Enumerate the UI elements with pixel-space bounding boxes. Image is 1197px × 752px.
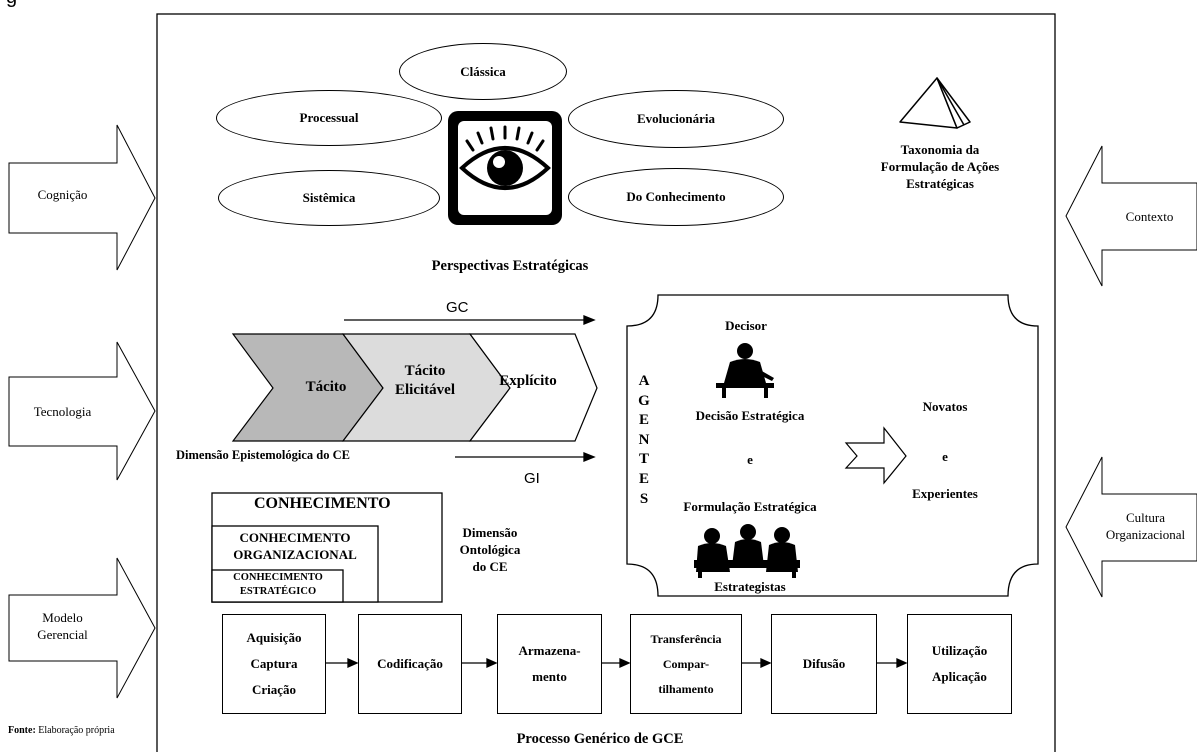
businessman-icon — [716, 343, 774, 398]
chevron-explicito — [468, 333, 598, 442]
agents-block-arrow — [844, 426, 907, 485]
footer-source-text: Elaboração própria — [38, 725, 115, 736]
epistemology-title: Dimensão Epistemológica do CE — [176, 448, 350, 462]
gi-label: GI — [524, 470, 540, 487]
decisor-label: Decisor — [725, 318, 767, 333]
chevron-explicito-label: Explícito — [499, 373, 557, 389]
label-cognicao: Cognição — [37, 187, 88, 202]
right-arrow-contexto — [1065, 145, 1197, 287]
right-arrow-cultura — [1065, 456, 1197, 598]
label-cultura-organizacional: Cultura Organizacional — [1105, 510, 1186, 542]
ontology-outer-label: CONHECIMENTO — [254, 495, 391, 512]
taxonomy-label: Taxonomia da Formulação de Ações Estraté… — [880, 142, 1000, 191]
ontology-inner-box — [211, 569, 344, 603]
ontology-title: Dimensão Ontológica do CE — [459, 525, 521, 574]
top-caption: g — [6, 0, 17, 9]
meeting-icon — [694, 524, 800, 578]
left-arrow-tecnologia — [8, 341, 156, 481]
footer-source: Fonte: Elaboração própria — [8, 725, 115, 736]
label-contexto: Contexto — [1125, 209, 1174, 224]
agents-e2-label: e — [942, 449, 948, 464]
agents-frame — [626, 294, 1039, 597]
ellipse-processual: Processual — [216, 90, 442, 146]
ellipse-sistemica: Sistêmica — [218, 170, 440, 226]
process-title: Processo Genérico de GCE — [516, 731, 684, 747]
eye-icon — [448, 111, 562, 225]
gc-label: GC — [446, 299, 469, 316]
left-arrow-cognicao — [8, 124, 156, 271]
ellipse-classica: Clássica — [399, 43, 567, 100]
agents-e-label: e — [747, 452, 753, 467]
decisao-estrategica-label: Decisão Estratégica — [695, 408, 805, 423]
ontology-inner-label: CONHECIMENTO ESTRATÉGICO — [233, 572, 323, 597]
ontology-middle-label: CONHECIMENTO ORGANIZACIONAL — [233, 530, 357, 562]
process-step-codificacao: Codificação — [358, 614, 462, 714]
process-step-difusao: Difusão — [771, 614, 877, 714]
estrategistas-label: Estrategistas — [714, 579, 786, 594]
novatos-label: Novatos — [922, 399, 968, 414]
left-arrow-modelo — [8, 557, 156, 699]
perspectivas-title: Perspectivas Estratégicas — [431, 258, 589, 274]
chevron-tacito-elicitavel-label: Tácito Elicitável — [395, 363, 455, 398]
pyramid-icon — [899, 77, 971, 129]
label-modelo-gerencial: Modelo Gerencial — [37, 610, 88, 642]
chevron-tacito-label: Tácito — [305, 379, 347, 395]
gi-arrow — [455, 452, 596, 462]
process-step-armazenamento: Armazena-mento — [497, 614, 602, 714]
agentes-vertical-label: A G E N T E S — [638, 373, 650, 507]
footer-source-label: Fonte: — [8, 725, 36, 736]
gc-arrow — [344, 315, 596, 325]
experientes-label: Experientes — [912, 486, 978, 501]
formulacao-estrategica-label: Formulação Estratégica — [683, 499, 817, 514]
process-arrows — [324, 657, 908, 669]
main-frame — [156, 13, 1056, 752]
ellipse-evolucionaria: Evolucionária — [568, 90, 784, 148]
ellipse-do-conhecimento: Do Conhecimento — [568, 168, 784, 226]
label-tecnologia: Tecnologia — [33, 404, 92, 419]
